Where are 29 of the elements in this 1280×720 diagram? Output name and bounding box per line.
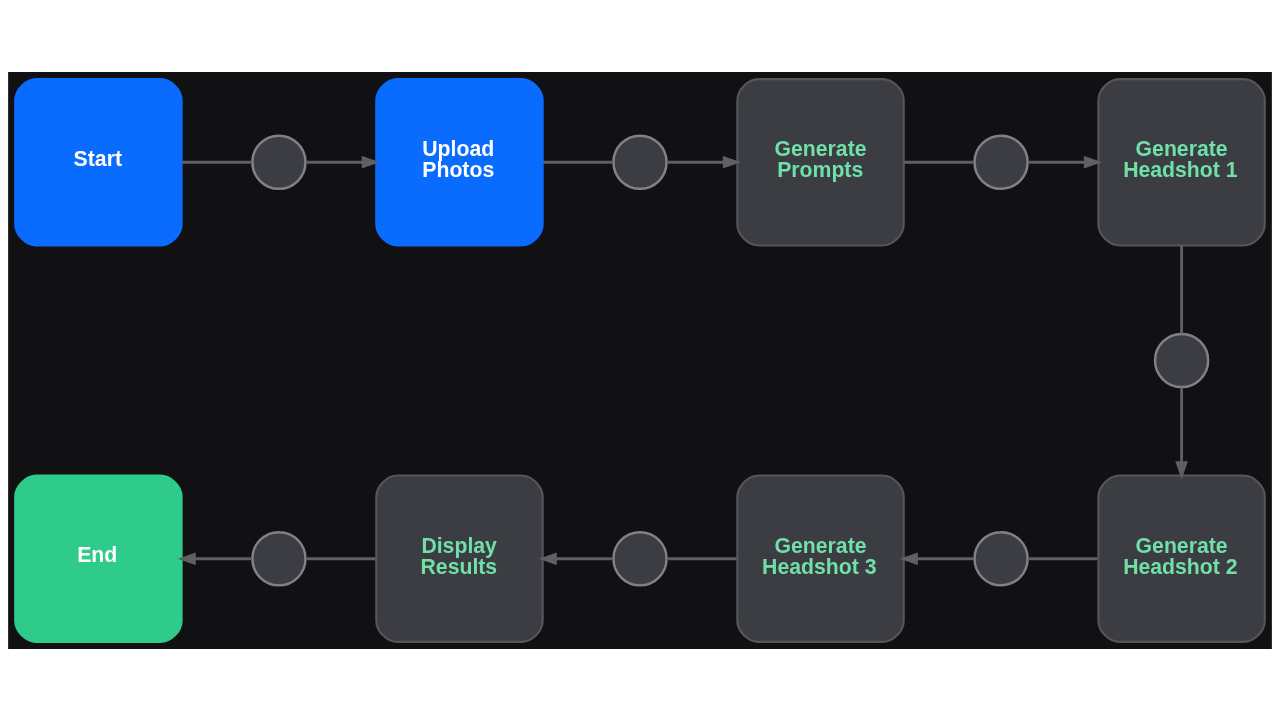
node-box: Generate Prompts	[736, 77, 905, 246]
node-circle	[612, 530, 668, 586]
node-box: Generate Headshot 3	[736, 474, 905, 643]
node-circle	[973, 134, 1029, 190]
node-circle	[612, 134, 668, 190]
node-box: Start	[14, 77, 183, 246]
connector	[667, 556, 737, 560]
connector	[181, 160, 252, 164]
node-box: End	[14, 474, 183, 643]
node-box: Generate Headshot 1	[1097, 77, 1266, 246]
arrow	[1175, 386, 1188, 479]
connector	[1028, 556, 1098, 560]
arrow	[306, 155, 380, 169]
connector	[904, 160, 974, 164]
node-box: Upload Photos	[375, 77, 544, 246]
arrow	[667, 155, 741, 169]
arrow	[1028, 155, 1102, 169]
arrow	[538, 551, 613, 565]
connector	[1180, 245, 1183, 333]
node-circle	[1153, 332, 1210, 388]
node-circle	[973, 530, 1029, 586]
node-box: Generate Headshot 2	[1097, 474, 1266, 643]
node-circle	[251, 530, 307, 586]
connector	[306, 556, 376, 560]
arrow	[177, 551, 252, 565]
connector	[543, 160, 613, 164]
node-box: Display Results	[375, 474, 544, 643]
node-circle	[251, 134, 307, 190]
arrow	[899, 551, 974, 565]
